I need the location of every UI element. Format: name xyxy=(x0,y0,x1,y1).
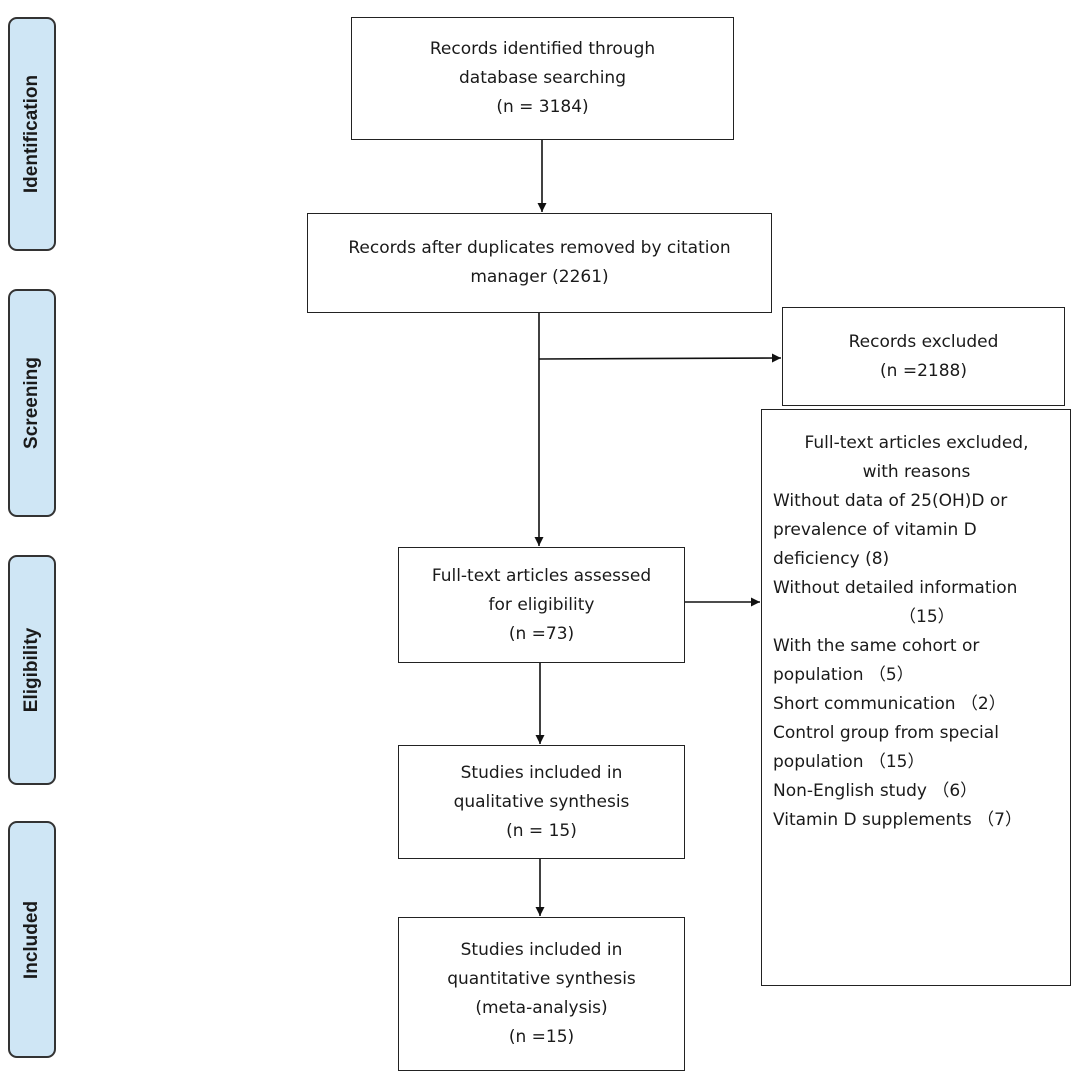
exclusion-reason-line: deficiency (8) xyxy=(773,549,890,569)
box-text-line: (n =2188) xyxy=(880,360,967,381)
exclusion-reason-line: （15） xyxy=(899,607,955,627)
phase-identification: Identification xyxy=(8,17,56,251)
exclusion-reason-line: Without detailed information xyxy=(773,578,1018,598)
box-text-line: qualitative synthesis xyxy=(453,791,630,812)
exclusion-reason-line: Non-English study （6） xyxy=(773,781,978,801)
phase-eligibility: Eligibility xyxy=(8,555,56,785)
exclusion-reason-line: Vitamin D supplements （7） xyxy=(773,810,1022,830)
phase-label-included: Included xyxy=(21,900,42,979)
box-text-line: for eligibility xyxy=(488,594,595,615)
box-text-line: (n = 15) xyxy=(506,820,577,841)
phase-label-screening: Screening xyxy=(21,357,42,449)
exclusion-reason-line: Short communication （2） xyxy=(773,694,1006,714)
box-text-line: (n =73) xyxy=(508,623,575,644)
records-after-duplicates-box: Records after duplicates removed by cita… xyxy=(307,213,772,313)
qualitative-synthesis-box: Studies included in qualitative synthesi… xyxy=(398,745,685,859)
records-excluded-box: Records excluded (n =2188) xyxy=(782,307,1065,406)
fulltext-excluded-box: Full-text articles excluded, with reason… xyxy=(761,409,1071,986)
box-text-line: Full-text articles assessed xyxy=(431,565,652,586)
exclusion-reason-line: population （15） xyxy=(773,752,925,772)
box-text-line: (n =15) xyxy=(508,1027,575,1047)
exclusion-reason-line: prevalence of vitamin D xyxy=(773,520,977,540)
exclusion-heading: with reasons xyxy=(862,462,971,482)
quantitative-synthesis-box: Studies included in quantitative synthes… xyxy=(398,917,685,1071)
box-text-line: Records excluded xyxy=(848,331,999,352)
phase-screening: Screening xyxy=(8,289,56,517)
exclusion-reason-line: Without data of 25(OH)D or xyxy=(773,491,1008,511)
exclusion-reason-line: Control group from special xyxy=(773,723,999,743)
exclusion-heading: Full-text articles excluded, xyxy=(804,433,1029,453)
box-text-line: manager (2261) xyxy=(470,267,609,287)
phase-label-identification: Identification xyxy=(21,74,42,194)
box-text-line: Records identified through xyxy=(429,39,656,59)
exclusion-reason-line: population （5） xyxy=(773,665,914,685)
box-text-line: (n = 3184) xyxy=(496,97,589,117)
box-text-line: database searching xyxy=(459,68,626,88)
phase-included: Included xyxy=(8,821,56,1058)
box-text-line: Records after duplicates removed by cita… xyxy=(348,238,731,258)
phase-label-eligibility: Eligibility xyxy=(21,627,42,713)
box-text-line: quantitative synthesis xyxy=(447,969,636,989)
arrow-to-records-excluded xyxy=(538,353,782,363)
fulltext-assessed-box: Full-text articles assessed for eligibil… xyxy=(398,547,685,663)
box-text-line: Studies included in xyxy=(460,762,623,783)
box-text-line: (meta-analysis) xyxy=(475,998,608,1018)
exclusion-reason-line: With the same cohort or xyxy=(773,636,980,656)
records-identified-box: Records identified through database sear… xyxy=(351,17,734,140)
box-text-line: Studies included in xyxy=(460,940,623,960)
